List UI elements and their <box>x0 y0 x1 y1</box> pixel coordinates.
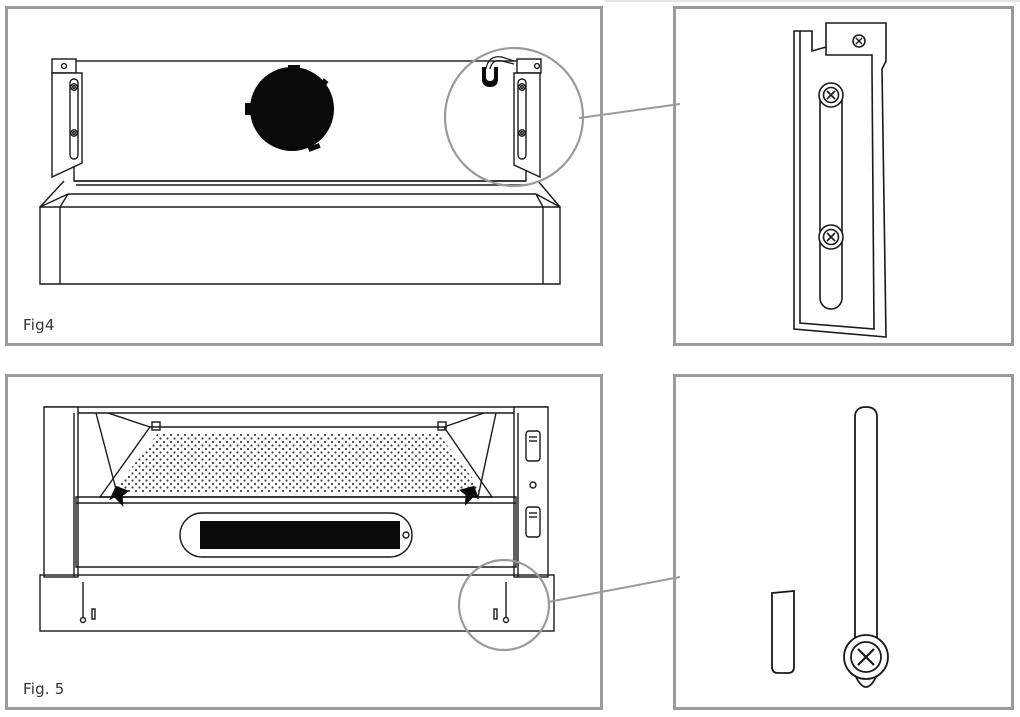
upper-screw <box>818 82 844 108</box>
right-vertical-bracket <box>513 72 541 179</box>
figure-4-detail-panel <box>673 6 1014 346</box>
figure-5-panel: Fig. 5 <box>5 374 603 710</box>
guide-rod <box>854 406 878 640</box>
left-vertical-bracket <box>51 72 83 179</box>
lower-screw <box>818 224 844 250</box>
front-panel <box>39 206 561 285</box>
exhaust-opening <box>245 65 334 152</box>
grease-filter-mesh <box>112 433 484 493</box>
bracket-outline <box>793 22 887 338</box>
top-divider <box>604 0 1020 2</box>
right-side-post <box>513 406 549 578</box>
right-arrow <box>459 485 480 506</box>
left-arrow <box>109 485 130 507</box>
display-window <box>200 521 400 549</box>
figure-5-detail-panel <box>673 374 1014 710</box>
left-side-post <box>43 406 79 578</box>
detail-magnifier-circle <box>457 558 551 652</box>
figure-4-caption: Fig4 <box>23 316 55 334</box>
figure-4-panel: Fig4 <box>5 6 603 346</box>
front-trim-panel <box>39 574 555 632</box>
figure-5-caption: Fig. 5 <box>23 680 65 698</box>
right-top-bracket <box>516 58 542 74</box>
short-peg <box>771 590 795 674</box>
fig5-detail-drawing <box>771 406 889 688</box>
cable-clip <box>482 67 498 87</box>
left-top-bracket <box>51 58 77 74</box>
fig4-drawing <box>39 46 585 285</box>
fig4-detail-drawing <box>793 22 887 338</box>
fig5-drawing <box>39 406 555 652</box>
